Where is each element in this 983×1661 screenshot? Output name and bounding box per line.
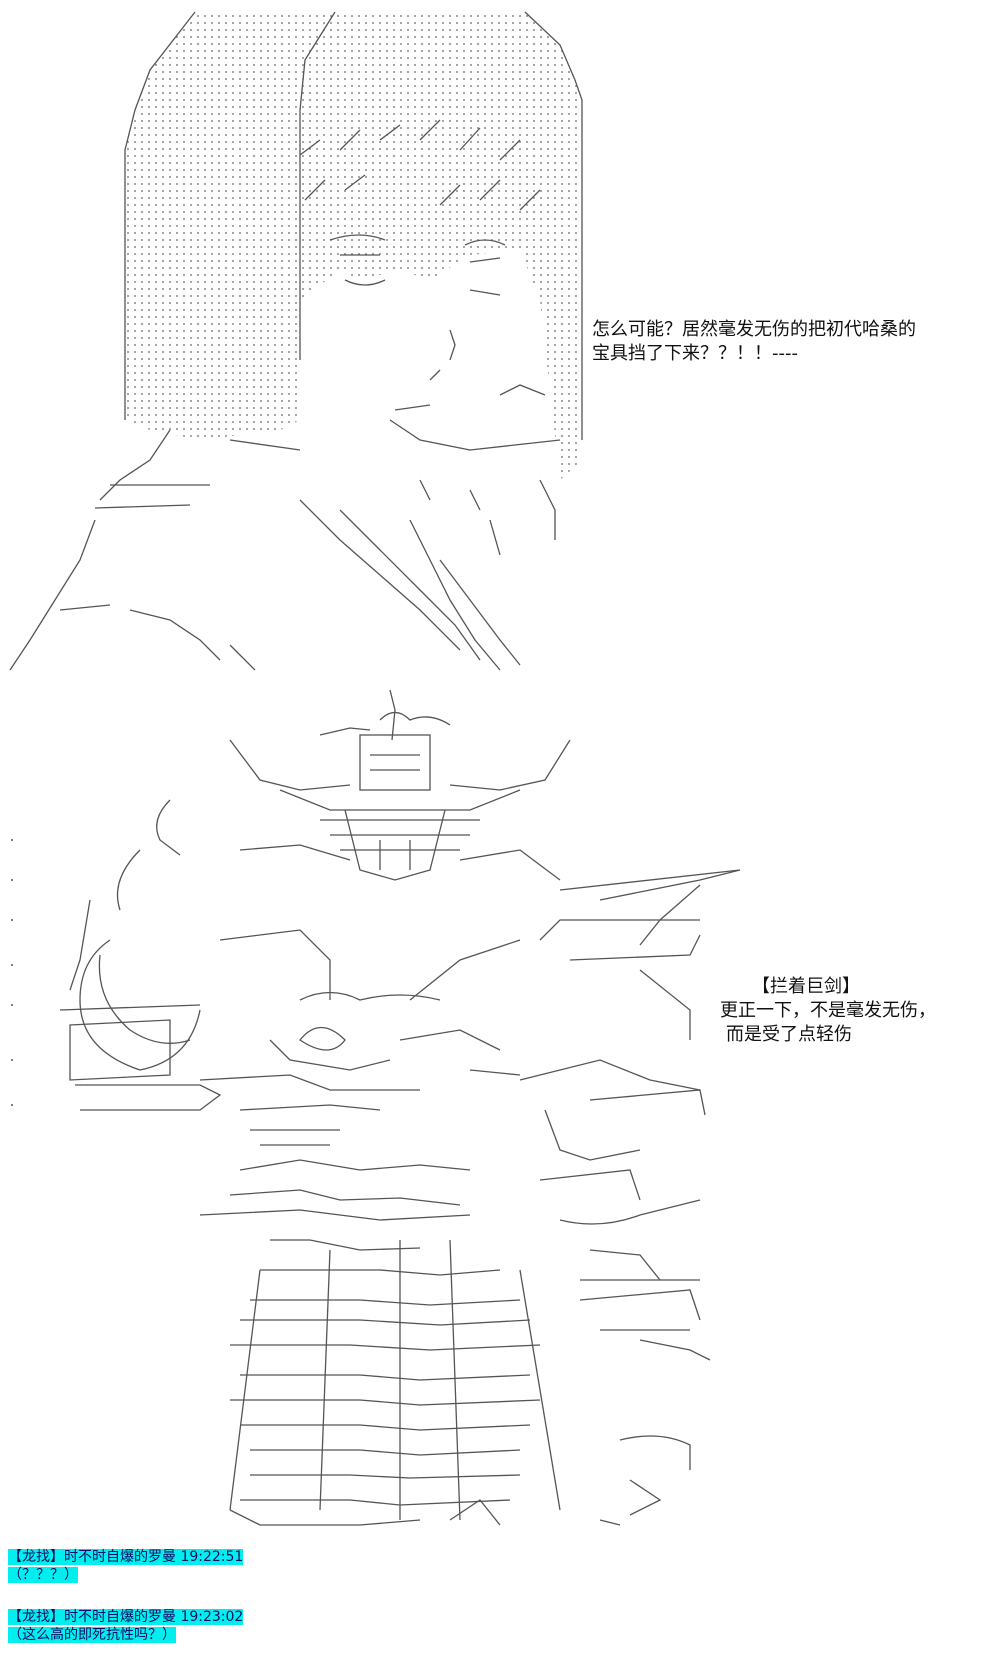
dialogue-line: 而是受了点轻伤 <box>726 1024 852 1045</box>
dialogue-block-2: 【拦着巨剑】更正一下，不是毫发无伤， 而是受了点轻伤 <box>716 975 936 1047</box>
chat-message: 【龙找】时不时自爆的罗曼 19:23:02（这么高的即死抗性吗？） <box>8 1608 244 1644</box>
hooded-character-figure <box>9 11 583 671</box>
chat-text: （这么高的即死抗性吗？） <box>8 1627 176 1643</box>
chat-header: 【龙找】时不时自爆的罗曼 19:22:51 <box>8 1548 244 1566</box>
chat-username[interactable]: 时不时自爆的罗曼 <box>64 1609 176 1625</box>
stage-direction: 【拦着巨剑】 <box>752 976 860 997</box>
left-margin-ticks <box>11 839 13 1106</box>
dialogue-line: 更正一下，不是毫发无伤， <box>720 1000 936 1021</box>
chat-timestamp: 19:23:02 <box>180 1609 244 1625</box>
chat-username[interactable]: 时不时自爆的罗曼 <box>64 1549 176 1565</box>
chat-tag: 【龙找】 <box>8 1549 64 1565</box>
dialogue-block-1: 怎么可能？居然毫发无伤的把初代哈桑的宝具挡了下来？？！！---- <box>592 318 916 366</box>
chat-tag: 【龙找】 <box>8 1609 64 1625</box>
chat-header: 【龙找】时不时自爆的罗曼 19:23:02 <box>8 1608 244 1626</box>
dialogue-line: 宝具挡了下来？？！！---- <box>592 343 798 364</box>
chat-timestamp: 19:22:51 <box>180 1549 244 1565</box>
dialogue-line: 怎么可能？居然毫发无伤的把初代哈桑的 <box>592 319 916 340</box>
chat-message: 【龙找】时不时自爆的罗曼 19:22:51（？？？） <box>8 1548 244 1584</box>
chat-text: （？？？） <box>8 1567 78 1583</box>
armored-knight-figure <box>59 689 741 1526</box>
